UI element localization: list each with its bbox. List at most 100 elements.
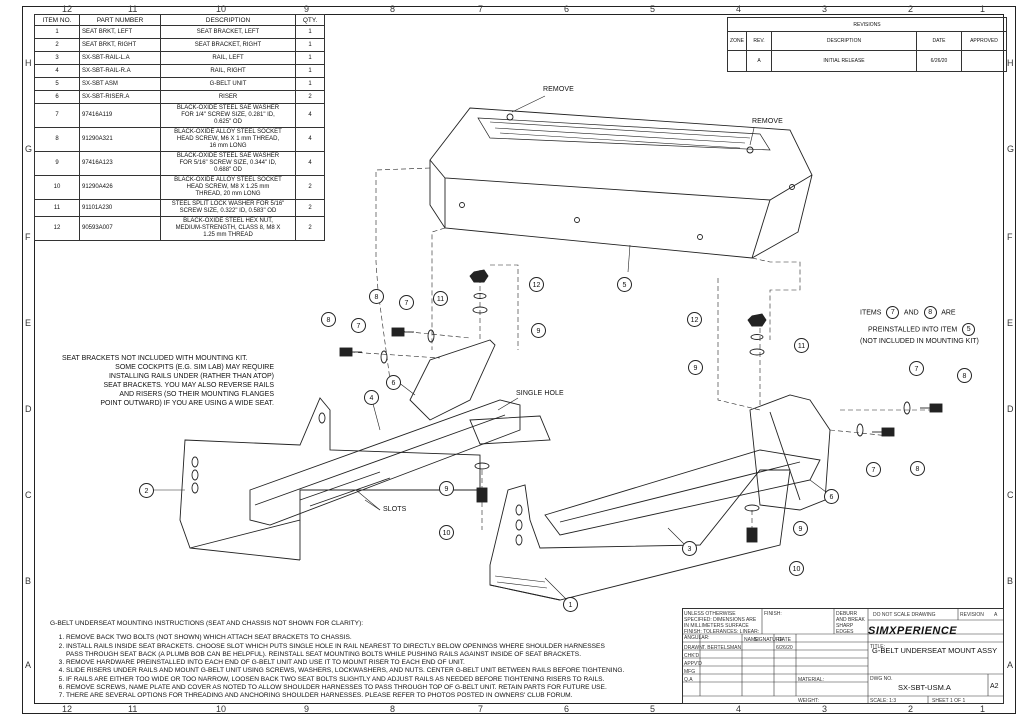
- balloon-item-2: 2: [139, 483, 154, 498]
- note-items-label: ITEMS: [860, 309, 882, 317]
- zone-col-6: 6: [564, 4, 570, 14]
- seat-bracket-left: [179, 397, 481, 561]
- rail-left: [544, 449, 821, 536]
- outer-border: [22, 6, 1016, 714]
- seat-note-line: POINT OUTWARD) IF YOU ARE USING A WIDE S…: [100, 400, 274, 407]
- balloon-item-10: 10: [789, 561, 804, 576]
- zone-row-C: C: [1007, 490, 1014, 500]
- note-balloon-8: 8: [923, 306, 937, 319]
- zone-col-11: 11: [128, 4, 138, 14]
- rail-right: [249, 399, 521, 526]
- balloon-item-7: 7: [909, 361, 924, 376]
- zone-col-6: 6: [564, 704, 570, 714]
- drawing-number: SX-SBT-USM.A: [898, 683, 951, 692]
- balloon-item-8: 8: [369, 289, 384, 304]
- balloon-item-4: 4: [364, 390, 379, 405]
- bom-qty: 4: [295, 151, 325, 176]
- tb-mfg: MFG: [684, 669, 696, 675]
- instruction-step: THERE ARE SEVERAL OPTIONS FOR THREADING …: [66, 692, 624, 700]
- balloon-item-8: 8: [910, 461, 925, 476]
- company-logo: SIMXPERIENCE: [868, 625, 958, 637]
- bom-item: 7: [34, 103, 80, 128]
- zone-row-F: F: [25, 232, 31, 242]
- zone-col-11: 11: [128, 704, 138, 714]
- revisions-table: REVISIONS ZONE REV. DESCRIPTION DATE APP…: [727, 17, 1007, 72]
- zone-col-3: 3: [822, 704, 828, 714]
- balloon-item-3: 3: [682, 541, 697, 556]
- note-are: ARE: [941, 309, 956, 317]
- instruction-line: REMOVE HARDWARE PREINSTALLED INTO EACH E…: [66, 659, 465, 667]
- bom-qty: 2: [295, 216, 325, 241]
- preinstalled-note-line3: (NOT INCLUDED IN MOUNTING KIT): [860, 338, 979, 345]
- riser-left: [409, 339, 551, 445]
- tb-weight: WEIGHT:: [798, 698, 819, 704]
- remove-callout-1: REMOVE: [543, 86, 574, 93]
- assembly-lines: [349, 167, 940, 540]
- balloon-item-1: 1: [563, 597, 578, 612]
- balloon-item-12: 12: [529, 277, 544, 292]
- balloon-item-7: 7: [866, 462, 881, 477]
- instruction-line: INSTALL RAILS INSIDE SEAT BRACKETS. CHOO…: [66, 642, 605, 650]
- note-balloon-7: 7: [886, 306, 900, 319]
- balloon-item-6: 6: [824, 489, 839, 504]
- gbelt-unit: [429, 107, 813, 259]
- tb-sheet: SHEET 1 OF 1: [932, 698, 966, 704]
- note-and: AND: [903, 309, 919, 317]
- bom-desc: BLACK-OXIDE STEEL HEX NUT, MEDIUM-STRENG…: [160, 216, 296, 241]
- zone-col-1: 1: [980, 704, 986, 714]
- riser-right: [749, 394, 831, 511]
- balloon-item-10: 10: [439, 525, 454, 540]
- balloon-item-11: 11: [433, 291, 448, 306]
- zone-row-H: H: [25, 58, 32, 68]
- zone-row-E: E: [25, 318, 32, 328]
- tb-title-label: TITLE:: [870, 644, 886, 650]
- zone-row-D: D: [1007, 404, 1014, 414]
- zone-row-A: A: [25, 660, 32, 670]
- bom-part: 97416A123: [79, 151, 161, 176]
- instructions-title: G-BELT UNDERSEAT MOUNTING INSTRUCTIONS (…: [50, 620, 364, 627]
- single-hole-callout: SINGLE HOLE: [516, 390, 564, 397]
- slots-callout: SLOTS: [383, 506, 407, 513]
- balloon-item-9: 9: [531, 323, 546, 338]
- zone-col-5: 5: [650, 704, 656, 714]
- zone-col-2: 2: [908, 704, 914, 714]
- bom-qty: 1: [295, 25, 325, 39]
- tb-finish: FINISH:: [764, 611, 782, 617]
- zone-row-E: E: [1007, 318, 1014, 328]
- seat-bracket-right: [489, 469, 791, 601]
- instruction-step: IF RAILS ARE EITHER TOO WIDE OR TOO NARR…: [66, 676, 624, 684]
- remove-callout-2: REMOVE: [752, 118, 783, 125]
- bom-item: 12: [34, 216, 80, 241]
- seat-note-line: INSTALLING RAILS UNDER (RATHER THAN ATOP…: [108, 373, 274, 380]
- tb-qa: Q.A: [684, 677, 693, 683]
- zone-col-12: 12: [62, 704, 73, 714]
- tb-sig-header: SIGNATURE: [754, 637, 783, 643]
- instruction-line: IF RAILS ARE EITHER TOO WIDE OR TOO NARR…: [66, 675, 605, 683]
- instruction-line: REMOVE BACK TWO BOLTS (NOT SHOWN) WHICH …: [66, 634, 352, 642]
- zone-col-10: 10: [216, 4, 227, 14]
- preinstalled-note-line2: PREINSTALLED INTO ITEM 5: [868, 323, 978, 336]
- sheet-size: A2: [990, 683, 999, 690]
- leader-lines: [153, 95, 831, 604]
- zone-col-1: 1: [980, 4, 986, 14]
- zone-col-9: 9: [304, 4, 310, 14]
- zone-col-4: 4: [736, 4, 742, 14]
- zone-col-7: 7: [478, 4, 484, 14]
- tb-appvd: APPV'D: [684, 661, 702, 667]
- seat-note-line: AND RISERS (SO THEIR MOUNTING FLANGES: [119, 391, 274, 398]
- mounting-instructions: G-BELT UNDERSEAT MOUNTING INSTRUCTIONS (…: [50, 620, 624, 701]
- title-block: [682, 608, 1004, 704]
- tb-name-header: NAME: [744, 637, 759, 643]
- zone-col-2: 2: [908, 4, 914, 14]
- instruction-steps: REMOVE BACK TWO BOLTS (NOT SHOWN) WHICH …: [50, 634, 624, 700]
- tb-unless: UNLESS OTHERWISE SPECIFIED: DIMENSIONS A…: [684, 611, 760, 641]
- balloon-item-12: 12: [687, 312, 702, 327]
- zone-col-10: 10: [216, 704, 227, 714]
- tb-revision: A: [994, 612, 998, 618]
